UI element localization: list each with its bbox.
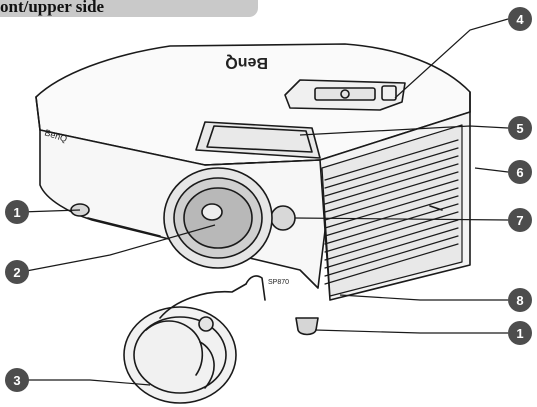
svg-text:6: 6 <box>516 165 523 180</box>
callout-7: 7 <box>508 208 532 232</box>
svg-text:3: 3 <box>13 373 20 388</box>
ir-sensor-icon <box>270 205 296 231</box>
brand-top: BenQ <box>225 54 268 71</box>
svg-text:5: 5 <box>516 121 523 136</box>
section-title: ont/upper side <box>0 0 105 16</box>
svg-text:2: 2 <box>13 265 20 280</box>
svg-text:7: 7 <box>516 213 523 228</box>
callout-5: 5 <box>508 116 532 140</box>
zoom-focus-window <box>195 121 321 159</box>
svg-text:1: 1 <box>516 326 523 341</box>
callout-6: 6 <box>508 160 532 184</box>
projection-lens <box>163 167 273 269</box>
svg-text:8: 8 <box>516 293 523 308</box>
section-header: ont/upper side <box>0 0 258 17</box>
callout-8: 8 <box>508 288 532 312</box>
callout-4: 4 <box>508 7 532 31</box>
ventilation-grille <box>321 124 463 297</box>
callout-2: 2 <box>5 260 29 284</box>
lens-cap <box>123 275 266 404</box>
svg-text:1: 1 <box>13 205 20 220</box>
model-label: SP870 <box>268 279 289 286</box>
control-panel <box>284 79 406 111</box>
leader-lines <box>20 18 509 386</box>
callouts: 4 5 6 1 7 2 8 <box>5 7 532 392</box>
callout-1-right: 1 <box>508 321 532 345</box>
callout-3: 3 <box>5 368 29 392</box>
callout-1-left: 1 <box>5 200 29 224</box>
svg-text:4: 4 <box>516 12 524 27</box>
